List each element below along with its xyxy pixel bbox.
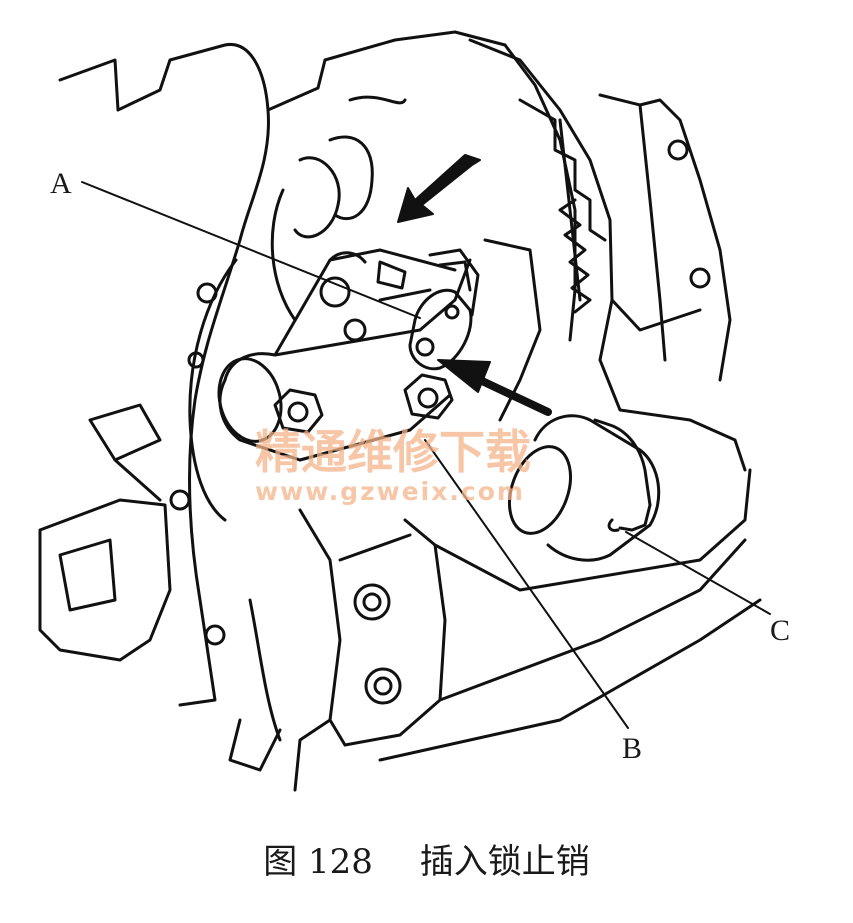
top-direction-arrow	[397, 154, 481, 223]
label-c: C	[770, 614, 790, 647]
tensioner-lever	[376, 248, 480, 371]
watermark-chinese: 精通维修下载	[255, 425, 531, 479]
engine-block-housing	[38, 30, 507, 772]
lower-housing	[248, 468, 762, 792]
timing-chain-guide	[468, 38, 747, 472]
figure-number: 图 128	[263, 842, 373, 882]
label-b: B	[622, 732, 642, 765]
watermark-url: www.gzweix.com	[255, 477, 525, 506]
figure-title: 插入锁止销	[419, 842, 590, 882]
mounting-bolts	[273, 373, 454, 434]
leader-line-a	[81, 181, 421, 319]
label-a: A	[50, 167, 72, 200]
insertion-arrow	[437, 359, 552, 416]
lock-pin	[508, 414, 661, 562]
leader-line-c	[625, 531, 771, 615]
leader-line-b	[424, 439, 629, 729]
camshaft-body	[217, 248, 472, 462]
figure-caption: 图 128 插入锁止销	[0, 834, 853, 883]
